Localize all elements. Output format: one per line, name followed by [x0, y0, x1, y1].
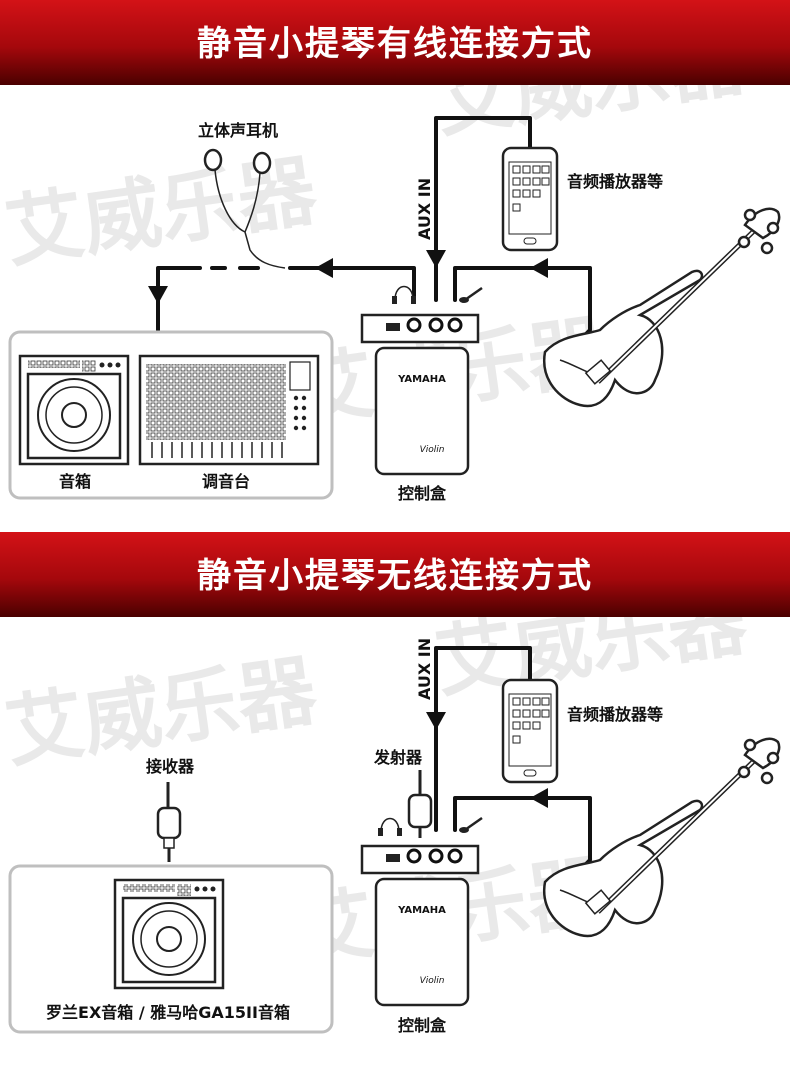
violin-arrow: [530, 788, 548, 808]
yamaha-logo: YAMAHA: [397, 905, 446, 916]
section-wireless: 静音小提琴无线连接方式 AUX IN 音频播放器等 接收器: [0, 532, 790, 1035]
speaker-icon: [18, 354, 130, 466]
watermark-text: 艾威乐器: [0, 145, 323, 279]
speaker-label: 音箱: [59, 472, 91, 491]
headphones-label: 立体声耳机: [198, 121, 278, 140]
violin-arrow: [530, 258, 548, 278]
yamaha-logo: YAMAHA: [397, 374, 446, 385]
aux-cable: [434, 116, 532, 302]
receiver-icon: [156, 782, 182, 862]
phone-icon: [501, 146, 559, 252]
transmitter-label: 发射器: [373, 748, 423, 767]
mixer-label: 调音台: [202, 472, 250, 491]
section-wired: 静音小提琴有线连接方式 立体声耳机: [0, 0, 790, 503]
aux-in-label: AUX IN: [415, 638, 434, 700]
banner-wired: [0, 0, 790, 85]
headphone-jack-icon: [392, 285, 416, 304]
amp-label: 罗兰EX音箱 / 雅马哈GA15II音箱: [46, 1003, 290, 1022]
violin-logo: Violin: [420, 976, 445, 986]
violin-icon: [542, 737, 781, 938]
wireless-title: 静音小提琴无线连接方式: [197, 556, 593, 596]
player-label: 音频播放器等: [567, 705, 663, 724]
aux-arrow: [426, 712, 446, 730]
violin-jack-icon: [459, 816, 483, 834]
banner-wireless: [0, 532, 790, 617]
control-box-label: 控制盒: [398, 484, 447, 503]
headphones-icon: [203, 148, 286, 269]
aux-cable: [434, 646, 532, 832]
violin-jack-icon: [459, 286, 483, 304]
amp-icon: [113, 878, 225, 990]
control-box-label: 控制盒: [398, 1016, 447, 1035]
control-box-icon: YAMAHA Violin: [360, 844, 480, 1007]
transmitter-icon: [407, 770, 433, 838]
control-box-icon: YAMAHA Violin: [360, 313, 480, 476]
phone-icon: [501, 678, 559, 784]
violin-logo: Violin: [420, 445, 445, 455]
mixer-arrow: [148, 286, 168, 304]
headphone-jack-icon: [378, 817, 402, 836]
wired-title: 静音小提琴有线连接方式: [197, 24, 593, 64]
receiver-label: 接收器: [146, 757, 195, 776]
player-label: 音频播放器等: [567, 172, 663, 191]
aux-arrow: [426, 250, 446, 268]
violin-icon: [542, 207, 781, 408]
mixer-icon: [138, 354, 320, 466]
headphone-arrow: [315, 258, 333, 278]
mixer-cable: [156, 266, 202, 332]
aux-in-label: AUX IN: [415, 178, 434, 240]
